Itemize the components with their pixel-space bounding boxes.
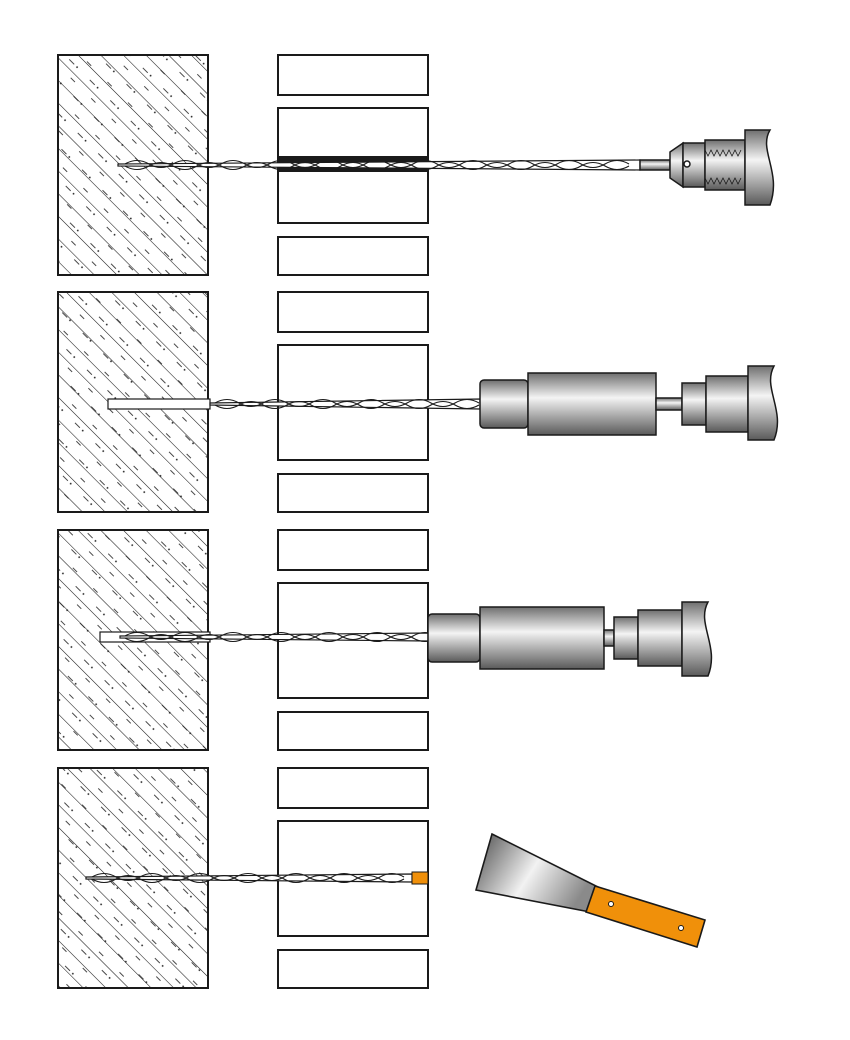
bit-end-marker — [411, 871, 429, 885]
step-3 — [57, 529, 713, 751]
drill-chuck — [681, 365, 779, 441]
step-1 — [57, 54, 775, 276]
putty-knife — [474, 832, 706, 949]
step-4 — [57, 767, 706, 989]
drill-chuck — [639, 129, 775, 206]
step-2 — [57, 291, 779, 513]
drill-extension — [479, 372, 683, 436]
drilled-hole — [107, 398, 211, 410]
panel-blocks — [277, 529, 429, 751]
drill-extension — [427, 606, 615, 670]
drill-chuck — [613, 601, 713, 677]
drill-bit — [209, 398, 481, 410]
